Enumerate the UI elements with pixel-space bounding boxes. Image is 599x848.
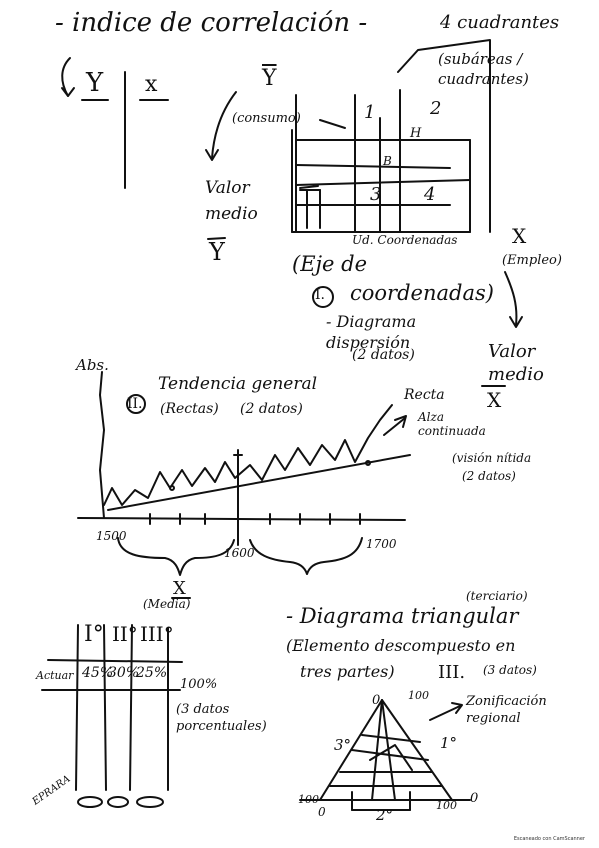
tri-top-100: 100 [408, 689, 429, 702]
roman-one: I. [315, 287, 325, 303]
tri-bottom-2: 2° [376, 806, 394, 824]
quadrant-3: 3 [370, 184, 382, 205]
valor-medio-x: Valor medio [488, 341, 544, 386]
tick-1600: 1600 [224, 546, 255, 560]
media-label: (Media) [143, 597, 191, 611]
eje-label: (Eje de [292, 252, 368, 276]
top-left-y: Y [86, 68, 104, 98]
tri-left-3: 3° [334, 736, 352, 754]
table-col-1: I° [84, 622, 104, 647]
quadrant-1: 1 [364, 102, 376, 123]
scanner-footer: Escaneado con CamScanner [513, 836, 585, 842]
rectas-label: (Rectas) [160, 401, 219, 417]
quadrant-2: 2 [430, 98, 442, 119]
xbar-media: X [173, 578, 186, 599]
table-v2: 30% [108, 665, 140, 681]
vision-label: (visión nítida [452, 451, 532, 465]
recta-label: Recta [404, 387, 445, 403]
page-title: - indice de correlación - [55, 8, 368, 38]
tri-bl-100: 100 [298, 793, 319, 806]
quadrants-heading: 4 cuadrantes [440, 12, 560, 33]
tri-right-1: 1° [440, 734, 458, 752]
triangle-sub-2: tres partes) [300, 662, 395, 681]
consumo-label: (consumo) [232, 111, 301, 126]
terciario-label: (terciario) [466, 589, 528, 603]
valor-medio-y: Valor medio [205, 178, 258, 224]
quadrant-b: B [383, 154, 392, 168]
alza-label: Alza continuada [418, 410, 486, 439]
triangle-datos: (3 datos) [483, 663, 537, 677]
roman-three: III. [438, 662, 466, 683]
empleo-label: (Empleo) [502, 253, 562, 268]
top-left-x: x [145, 72, 158, 97]
diagrama-dispersion: - Diagrama dispersión [326, 312, 417, 352]
tick-1700: 1700 [366, 537, 397, 551]
table-v3: 25% [136, 665, 168, 681]
quadrants-sub: (subáreas / cuadrantes) [438, 50, 529, 88]
table-col-3: III° [140, 622, 174, 646]
region-label: Zonificación regional [466, 694, 547, 726]
tendencia-label: Tendencia general [158, 374, 318, 394]
abs-label: Abs. [76, 356, 109, 374]
x-label: X [512, 224, 527, 248]
quadrant-h: H [410, 126, 422, 141]
tri-br-0: 0 [470, 791, 479, 806]
quadrant-4: 4 [424, 184, 436, 205]
dispersion-datos: (2 datos) [352, 347, 415, 363]
trend-datos: (2 datos) [240, 401, 303, 417]
coordenadas-label: coordenadas) [350, 281, 494, 305]
table-note: (3 datos porcentuales) [176, 702, 267, 734]
tri-top-0: 0 [372, 693, 381, 708]
tri-bl-0: 0 [318, 805, 326, 819]
triangle-sub-1: (Elemento descompuesto en [286, 636, 516, 655]
xbar-label: X [487, 388, 502, 412]
roman-two: II. [127, 396, 143, 412]
table-col-2: II° [112, 622, 138, 646]
vision-datos: (2 datos) [462, 469, 516, 483]
table-row-label: Actuar [36, 669, 74, 682]
ybar-label-2: Y [209, 238, 225, 266]
table-total: 100% [180, 677, 218, 692]
triangular-heading: - Diagrama triangular [286, 604, 519, 628]
ud-coordenadas: Ud. Coordenadas [352, 233, 458, 247]
table-v1: 45% [82, 665, 114, 681]
tri-br-100: 100 [436, 799, 457, 812]
ybar-label: Y [262, 66, 277, 91]
tick-1500: 1500 [96, 529, 127, 543]
